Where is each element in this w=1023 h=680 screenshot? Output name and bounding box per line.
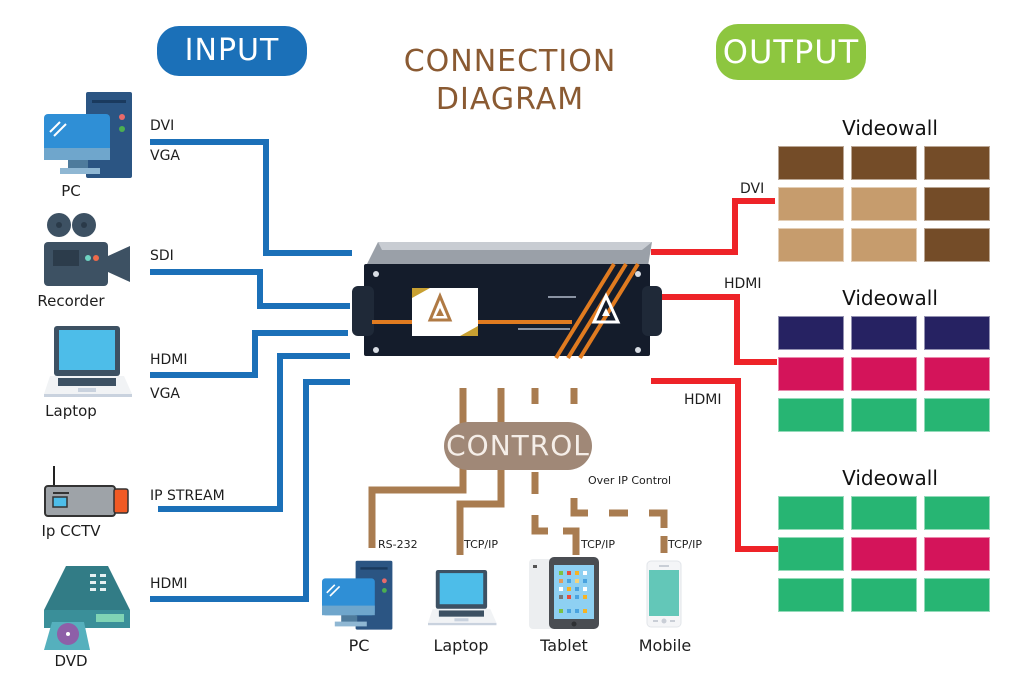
videowall-title: Videowall <box>842 466 938 490</box>
input-device-label: PC <box>61 182 81 200</box>
output-badge: OUTPUT <box>716 24 866 80</box>
laptop-icon <box>428 570 497 626</box>
control-device-label: PC <box>348 636 370 655</box>
videowall-1 <box>778 146 990 262</box>
video-wall-controller <box>352 236 662 364</box>
videowall-screen-tile <box>924 228 990 262</box>
ip-camera-icon <box>44 466 129 517</box>
connection-label: IP STREAM <box>150 488 225 504</box>
input-line-dvd <box>150 379 350 602</box>
diagram-title-line-2: DIAGRAM <box>435 82 585 117</box>
videowall-3 <box>778 496 990 612</box>
output-connection-label: DVI <box>740 181 765 197</box>
videowall-screen-tile <box>778 496 844 530</box>
input-line-ipcctv <box>158 353 350 512</box>
input-device-label: Ip CCTV <box>41 522 101 540</box>
videowall-screen-tile <box>778 146 844 180</box>
video-camera-icon <box>44 213 130 286</box>
control-line-tablet-dash-2 <box>531 515 548 535</box>
control-device-label: Mobile <box>638 636 692 655</box>
input-device-ip-cctv <box>44 466 134 518</box>
videowall-2 <box>778 316 990 432</box>
videowall-screen-tile <box>778 537 844 571</box>
control-connection-label: RS-232 <box>378 538 418 551</box>
videowall-screen-tile <box>778 357 844 391</box>
videowall-screen-tile <box>778 187 844 221</box>
videowall-screen-tile <box>851 357 917 391</box>
videowall-screen-tile <box>924 357 990 391</box>
videowall-screen-tile <box>851 578 917 612</box>
output-connection-label: HDMI <box>724 276 762 292</box>
control-line-mobile-dash-1 <box>570 498 588 517</box>
control-device-label: Laptop <box>433 636 489 655</box>
control-device-tablet <box>529 557 601 631</box>
videowall-screen-tile <box>851 146 917 180</box>
videowall-screen-tile <box>924 146 990 180</box>
over-ip-control-label: Over IP Control <box>588 474 672 487</box>
input-device-dvd <box>44 566 134 650</box>
control-line-laptop <box>456 466 505 555</box>
diagram-title-line-1: CONNECTION <box>403 44 617 79</box>
desktop-pc-icon <box>322 560 393 630</box>
input-device-label: Laptop <box>45 402 97 420</box>
videowall-title: Videowall <box>842 116 938 140</box>
input-device-recorder <box>44 212 134 288</box>
connection-label: VGA <box>150 148 181 164</box>
videowall-screen-tile <box>851 187 917 221</box>
control-badge: CONTROL <box>444 422 592 470</box>
videowall-screen-tile <box>924 578 990 612</box>
videowall-screen-tile <box>778 398 844 432</box>
control-device-laptop <box>428 568 498 628</box>
videowall-screen-tile <box>851 496 917 530</box>
control-connection-label: TCP/IP <box>464 538 498 551</box>
connection-label: VGA <box>150 386 181 402</box>
videowall-screen-tile <box>851 316 917 350</box>
control-device-pc <box>322 560 394 632</box>
videowall-title: Videowall <box>842 286 938 310</box>
connection-label: HDMI <box>150 576 188 592</box>
input-line-pc <box>150 139 352 256</box>
videowall-screen-tile <box>851 228 917 262</box>
input-line-laptop-hdmi <box>150 330 348 378</box>
output-connection-label: HDMI <box>684 392 722 408</box>
output-line-videowall-2 <box>655 294 777 365</box>
videowall-screen-tile <box>851 398 917 432</box>
dvd-player-icon <box>44 566 130 650</box>
control-line-tablet-dash-3 <box>563 527 580 555</box>
connection-label: SDI <box>150 248 174 264</box>
videowall-screen-tile <box>778 228 844 262</box>
videowall-screen-tile <box>851 537 917 571</box>
videowall-screen-tile <box>778 316 844 350</box>
videowall-screen-tile <box>924 537 990 571</box>
output-line-videowall-3 <box>651 378 778 552</box>
connection-label: DVI <box>150 118 175 134</box>
control-connection-label: TCP/IP <box>581 538 615 551</box>
laptop-icon <box>44 326 132 397</box>
videowall-screen-tile <box>778 578 844 612</box>
tablet-icon <box>529 557 599 629</box>
control-device-mobile <box>646 560 684 628</box>
connection-label: HDMI <box>150 352 188 368</box>
videowall-screen-tile <box>924 398 990 432</box>
output-line-videowall-1 <box>651 198 775 255</box>
control-line-mobile-dash-3 <box>649 509 668 528</box>
input-device-label: DVD <box>54 652 88 670</box>
videowall-screen-tile <box>924 187 990 221</box>
mobile-phone-icon <box>646 560 682 628</box>
input-device-pc <box>44 92 134 180</box>
control-device-label: Tablet <box>540 636 588 655</box>
control-line-pc <box>368 466 467 548</box>
input-line-recorder <box>150 269 350 309</box>
videowall-screen-tile <box>924 316 990 350</box>
video-wall-controller-icon <box>352 242 662 360</box>
input-badge: INPUT <box>157 26 307 76</box>
input-device-label: Recorder <box>37 292 105 310</box>
control-connection-label: TCP/IP <box>668 538 702 551</box>
input-device-laptop <box>44 324 134 400</box>
videowall-screen-tile <box>924 496 990 530</box>
desktop-pc-icon <box>44 92 132 178</box>
